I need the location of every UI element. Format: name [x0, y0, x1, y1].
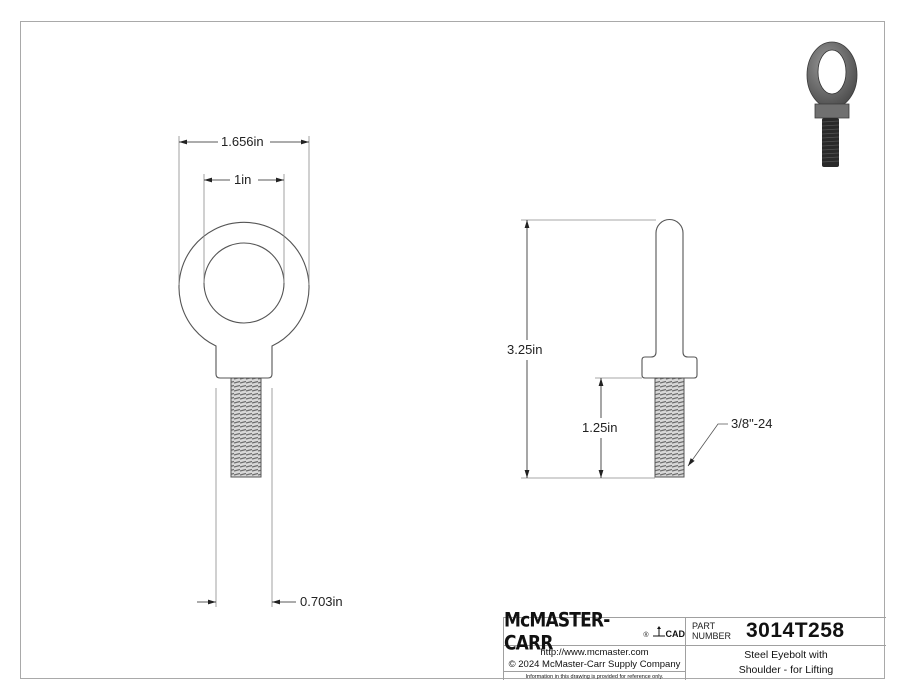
dimension-eye-inner-diameter: 1in [232, 172, 254, 187]
icad-icon: CAD [652, 625, 686, 639]
title-block: McMASTER-CARR ® CAD http://www.mcmaster.… [503, 609, 886, 680]
part-number-value: 3014T258 [746, 619, 845, 642]
copyright-text: © 2024 McMaster-Carr Supply Company [508, 659, 681, 670]
dimension-overall-length: 3.25in [505, 342, 545, 357]
icad-label: CAD [665, 628, 686, 639]
title-block-url: http://www.mcmaster.com © 2024 McMaster-… [504, 646, 685, 672]
number-label: NUMBER [692, 631, 732, 641]
disclaimer-text: Information in this drawing is provided … [525, 674, 664, 680]
dimension-thread-length: 1.25in [580, 420, 620, 435]
title-block-company: McMASTER-CARR ® CAD http://www.mcmaster.… [504, 609, 686, 680]
axis-icon [652, 625, 665, 636]
front-view [178, 136, 310, 607]
brand-name: McMASTER-CARR [504, 608, 610, 655]
description-line-1: Steel Eyebolt with [744, 649, 828, 661]
part-number-label: PART NUMBER [692, 621, 731, 641]
part-description: Steel Eyebolt with Shoulder - for Liftin… [686, 646, 886, 680]
part-number-cell: PART NUMBER 3014T258 [686, 618, 886, 646]
dimension-overall-width: 1.656in [219, 134, 266, 149]
thread-spec-callout: 3/8"-24 [729, 416, 775, 431]
website-link[interactable]: http://www.mcmaster.com [540, 647, 649, 658]
part-label: PART [692, 621, 716, 631]
description-line-2: Shoulder - for Lifting [738, 664, 834, 676]
registered-mark: ® [643, 632, 649, 639]
company-logo: McMASTER-CARR ® CAD [504, 609, 686, 655]
eyebolt-3d-preview [806, 41, 858, 167]
dimension-shank-width: 0.703in [298, 594, 345, 609]
drawing-frame [20, 21, 885, 679]
side-view [521, 218, 728, 479]
